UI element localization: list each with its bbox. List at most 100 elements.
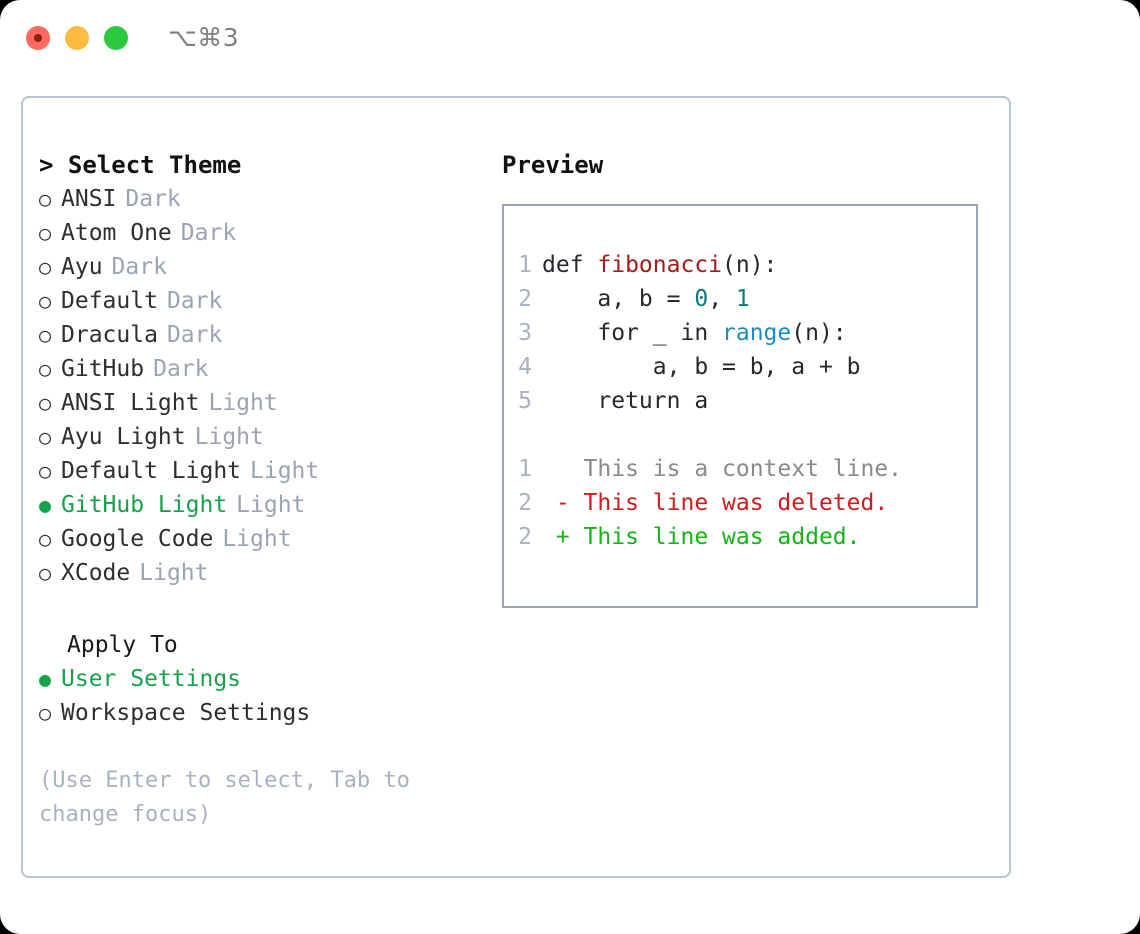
title-bar: ⌥⌘3: [0, 0, 1140, 76]
apply-to-option-label: Workspace Settings: [61, 700, 311, 726]
code-line-text: return a: [542, 384, 708, 418]
line-number: 4: [518, 354, 532, 380]
theme-option-label: Ayu Light: [61, 424, 186, 450]
apply-to-option-label: User Settings: [61, 666, 242, 692]
radio-selected-icon: ●: [39, 493, 52, 517]
diff-line: 2 - This line was deleted.: [504, 486, 976, 520]
radio-unselected-icon: ○: [39, 187, 52, 211]
apply-to-heading: Apply To: [67, 632, 178, 658]
code-line: 3 for _ in range(n):: [504, 316, 976, 350]
code-line: 2 a, b = 0, 1: [504, 282, 976, 316]
code-token: (n):: [791, 320, 847, 346]
code-line-text: def fibonacci(n):: [542, 248, 777, 282]
code-token: a, b = b, a + b: [542, 354, 861, 380]
apply-to-option-workspace-settings[interactable]: ○ Workspace Settings: [39, 696, 469, 730]
apply-to-list: ● User Settings ○ Workspace Settings: [39, 662, 469, 730]
diff-preview: 1 This is a context line.2 - This line w…: [504, 452, 976, 554]
diff-line-text: - This line was deleted.: [542, 490, 889, 516]
theme-variant-tag: Light: [250, 458, 320, 484]
code-token: def: [542, 252, 598, 278]
diff-line-text: + This line was added.: [542, 524, 861, 550]
code-token: return a: [542, 388, 709, 414]
diff-line: 1 This is a context line.: [504, 452, 976, 486]
theme-option-label: GitHub Light: [61, 492, 228, 518]
theme-variant-tag: Dark: [125, 186, 181, 212]
theme-variant-tag: Dark: [166, 322, 223, 348]
window-controls: [26, 26, 128, 50]
radio-selected-icon: ●: [39, 667, 52, 691]
theme-option-google-code[interactable]: ○ Google Code Light: [39, 522, 469, 556]
diff-line-text: This is a context line.: [542, 456, 903, 482]
theme-variant-tag: Light: [222, 526, 292, 552]
code-line: 1 def fibonacci(n):: [504, 248, 976, 282]
radio-unselected-icon: ○: [39, 391, 52, 415]
radio-unselected-icon: ○: [39, 527, 52, 551]
theme-option-github[interactable]: ○ GitHub Dark: [39, 352, 469, 386]
code-line-text: a, b = 0, 1: [542, 282, 750, 316]
line-number: 3: [518, 320, 532, 346]
theme-option-label: XCode: [61, 560, 131, 586]
select-theme-heading: > Select Theme: [39, 151, 242, 179]
line-number: 2: [518, 490, 532, 516]
minimize-window-icon[interactable]: [65, 26, 89, 50]
diff-line: 2 + This line was added.: [504, 520, 976, 554]
theme-variant-tag: Dark: [153, 356, 209, 382]
code-token: a, b =: [542, 286, 695, 312]
code-line: 5 return a: [504, 384, 976, 418]
theme-option-github-light[interactable]: ● GitHub Light Light: [39, 488, 469, 522]
keyboard-hint-text: (Use Enter to select, Tab to change focu…: [39, 768, 410, 827]
preview-heading: Preview: [502, 151, 604, 179]
code-token: ,: [708, 286, 736, 312]
line-number: 2: [518, 286, 532, 312]
line-number: 2: [518, 524, 532, 550]
radio-unselected-icon: ○: [39, 289, 52, 313]
apply-to-option-user-settings[interactable]: ● User Settings: [39, 662, 469, 696]
code-token: 1: [735, 286, 750, 312]
theme-variant-tag: Light: [194, 424, 264, 450]
theme-option-label: GitHub: [61, 356, 145, 382]
theme-option-label: Default Light: [61, 458, 242, 484]
theme-variant-tag: Dark: [180, 220, 237, 246]
radio-unselected-icon: ○: [39, 357, 52, 381]
theme-option-default[interactable]: ○ Default Dark: [39, 284, 469, 318]
theme-option-ansi[interactable]: ○ ANSI Dark: [39, 182, 469, 216]
line-number: 1: [518, 252, 532, 278]
radio-unselected-icon: ○: [39, 255, 52, 279]
theme-variant-tag: Dark: [111, 254, 167, 280]
maximize-window-icon[interactable]: [104, 26, 128, 50]
theme-option-label: Atom One: [61, 220, 172, 246]
theme-option-label: Dracula: [61, 322, 158, 348]
code-token: range: [722, 320, 792, 346]
code-line-text: a, b = b, a + b: [542, 350, 861, 384]
code-token: fibonacci: [597, 252, 723, 278]
radio-unselected-icon: ○: [39, 701, 52, 725]
code-line-text: for _ in range(n):: [542, 316, 847, 350]
code-token: for _ in: [542, 320, 723, 346]
theme-option-atom-one[interactable]: ○ Atom One Dark: [39, 216, 469, 250]
theme-option-label: Default: [61, 288, 158, 314]
radio-unselected-icon: ○: [39, 221, 52, 245]
code-token: (n):: [722, 252, 778, 278]
theme-option-label: Ayu: [61, 254, 103, 280]
close-window-icon[interactable]: [26, 26, 50, 50]
line-number: 5: [518, 388, 532, 414]
theme-option-label: ANSI: [61, 186, 117, 212]
theme-option-label: Google Code: [61, 526, 214, 552]
theme-option-ayu[interactable]: ○ Ayu Dark: [39, 250, 469, 284]
code-token: 0: [694, 286, 709, 312]
theme-variant-tag: Dark: [166, 288, 223, 314]
theme-variant-tag: Light: [208, 390, 278, 416]
theme-variant-tag: Light: [236, 492, 306, 518]
